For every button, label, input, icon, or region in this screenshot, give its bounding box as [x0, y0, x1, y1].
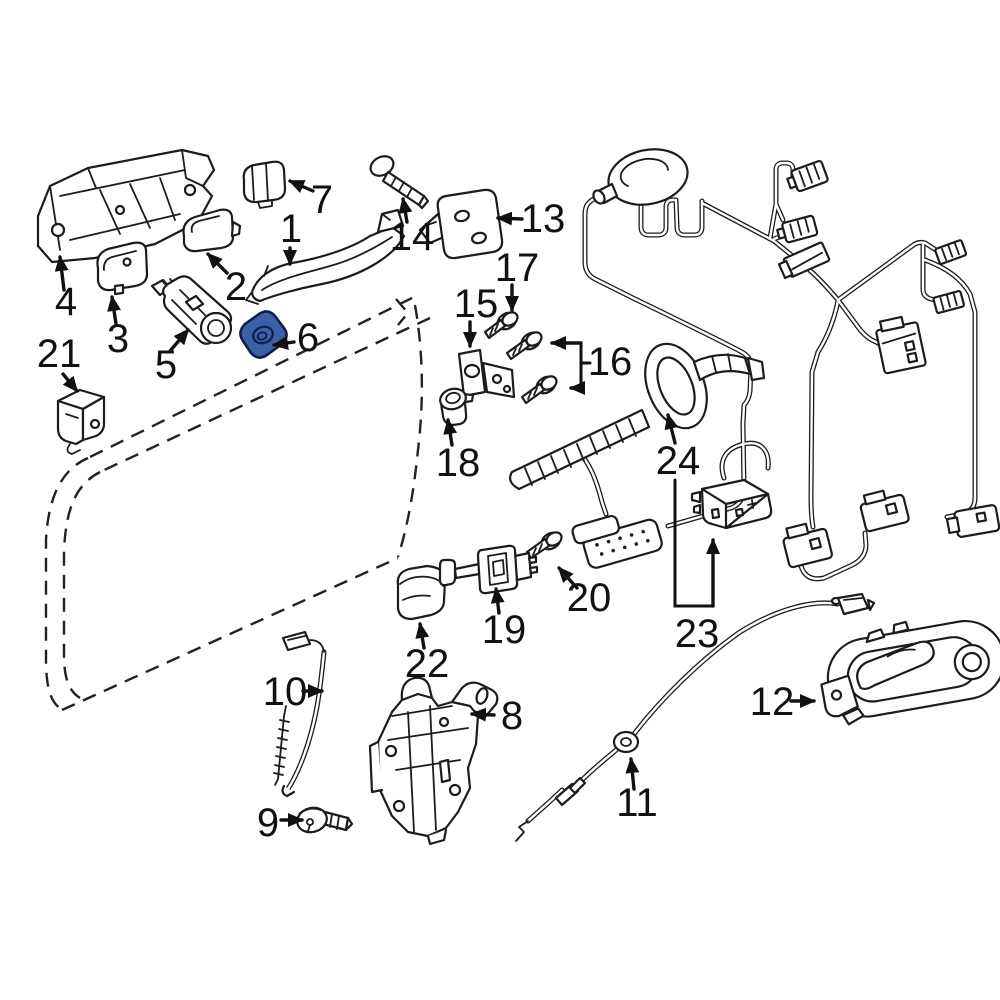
gasket-ring	[252, 325, 274, 345]
harness-multipin-connector	[571, 514, 663, 569]
part-4-handle-carrier	[36, 148, 216, 264]
callout-21[interactable]: 21	[37, 332, 82, 393]
callout-1-label[interactable]: 1	[280, 207, 302, 251]
callout-2[interactable]: 2	[206, 252, 247, 309]
gasket-hole	[256, 331, 268, 341]
callout-9-label[interactable]: 9	[257, 801, 279, 845]
callout-3-label[interactable]: 3	[107, 317, 129, 361]
callout-7-label[interactable]: 7	[311, 178, 333, 222]
callout-24[interactable]: 24	[656, 413, 701, 483]
harness-connector-g	[782, 522, 833, 569]
part-12-interior-door-handle	[820, 620, 1000, 726]
part-19-door-check	[438, 544, 539, 595]
callout-18-label[interactable]: 18	[436, 441, 481, 485]
callout-19[interactable]: 19	[482, 587, 527, 652]
part-23-latch-connector	[690, 478, 773, 530]
part-5-lock-cylinder	[150, 275, 233, 345]
harness-connector-c	[777, 241, 831, 280]
callout-6[interactable]: 6	[272, 316, 319, 360]
callout-12[interactable]: 12	[750, 680, 816, 724]
callout-3[interactable]: 3	[107, 295, 129, 361]
harness-connector-f	[875, 315, 927, 375]
callout-23-label[interactable]: 23	[675, 612, 720, 656]
part-1-exterior-door-handle	[245, 208, 406, 305]
callout-9[interactable]: 9	[257, 801, 304, 845]
callout-8-label[interactable]: 8	[501, 694, 523, 738]
callout-8[interactable]: 8	[470, 694, 523, 738]
callout-11[interactable]: 11	[616, 757, 658, 825]
part-21-lock-module	[56, 388, 106, 455]
callout-10-label[interactable]: 10	[263, 670, 308, 714]
harness-connector-i	[945, 504, 1000, 538]
callout-22[interactable]: 22	[405, 622, 450, 686]
callout-14-label[interactable]: 14	[390, 215, 435, 259]
part-16-bolt-upper	[505, 331, 543, 361]
callout-17-label[interactable]: 17	[495, 246, 540, 290]
callout-4[interactable]: 4	[54, 255, 77, 324]
part-6-gasket-highlighted[interactable]	[239, 310, 288, 359]
part-14-screw	[369, 155, 430, 210]
part-2-handle-cover	[182, 208, 242, 253]
part-20-bolt	[525, 531, 563, 560]
callout-6-label[interactable]: 6	[297, 316, 319, 360]
door-panel-outline	[44, 296, 431, 712]
harness-grommet	[592, 148, 689, 206]
callout-5[interactable]: 5	[155, 328, 190, 387]
callout-13-label[interactable]: 13	[521, 197, 566, 241]
callout-19-label[interactable]: 19	[482, 608, 527, 652]
callout-16-label[interactable]: 16	[588, 340, 633, 384]
callout-14[interactable]: 14	[390, 197, 435, 259]
callout-2-label[interactable]: 2	[225, 265, 247, 309]
harness-connector-h	[859, 489, 910, 533]
part-15-mounting-bracket	[457, 348, 516, 405]
harness-connector-a	[786, 159, 829, 193]
part-22-check-strap-cover	[396, 564, 447, 621]
part-3-handle-cover	[96, 241, 149, 296]
part-11-release-cable	[515, 592, 876, 842]
part-10-lock-rod	[273, 630, 325, 798]
part-16-bolt-lower	[520, 375, 558, 405]
callout-15[interactable]: 15	[454, 282, 499, 348]
callout-20-label[interactable]: 20	[567, 576, 612, 620]
harness-connector-d	[934, 239, 968, 265]
part-7-handle-end-cap	[242, 160, 287, 209]
callout-17[interactable]: 17	[495, 246, 540, 312]
part-17-bolt	[483, 311, 519, 340]
callout-7[interactable]: 7	[288, 178, 333, 222]
callout-5-label[interactable]: 5	[155, 343, 177, 387]
callout-16[interactable]: 16	[550, 336, 633, 395]
harness-connector-e	[932, 290, 965, 315]
callout-13[interactable]: 13	[496, 197, 566, 241]
callout-21-label[interactable]: 21	[37, 332, 82, 376]
callout-20[interactable]: 20	[557, 566, 612, 620]
part-8-door-lock-actuator	[368, 676, 499, 846]
callout-4-label[interactable]: 4	[55, 280, 77, 324]
callout-1[interactable]: 1	[280, 207, 302, 266]
callout-18[interactable]: 18	[436, 418, 481, 485]
part-13-door-striker	[418, 188, 504, 260]
callout-10[interactable]: 10	[263, 670, 324, 714]
callout-22-label[interactable]: 22	[405, 642, 450, 686]
callouts: 1 2 3 4 5 6 7 8	[37, 178, 816, 845]
callout-24-label[interactable]: 24	[656, 439, 701, 483]
callout-23[interactable]: 23	[673, 478, 720, 656]
callout-15-label[interactable]: 15	[454, 282, 499, 326]
harness-connector-b	[776, 214, 819, 244]
callout-11-label[interactable]: 11	[616, 781, 658, 825]
callout-12-label[interactable]: 12	[750, 680, 795, 724]
part-24-wiring-conduit	[509, 342, 766, 491]
gasket-body[interactable]	[239, 310, 288, 359]
part-18-grommet-plug	[439, 387, 468, 427]
